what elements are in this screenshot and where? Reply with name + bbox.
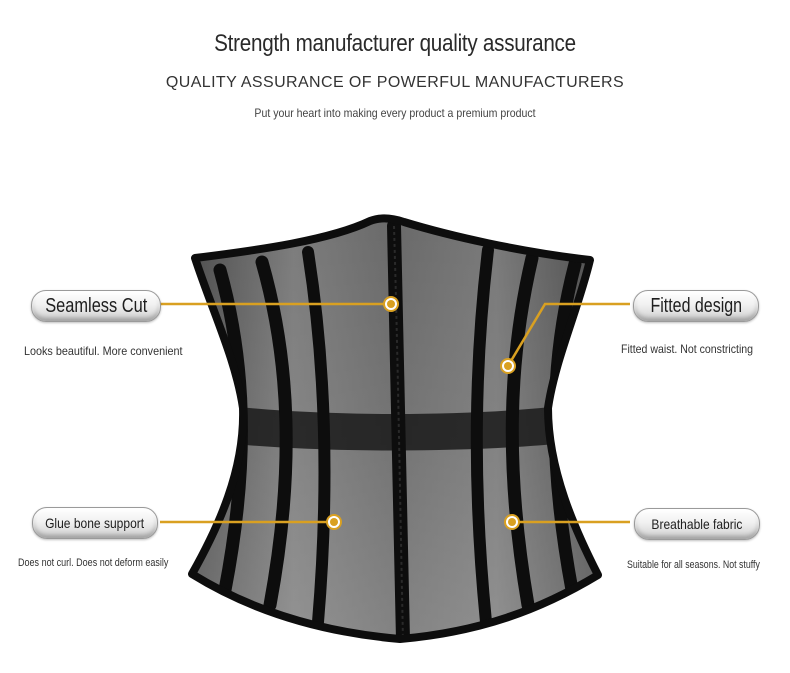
callout-lines — [160, 302, 630, 524]
feature-label-breathable-fabric: Breathable fabric — [634, 508, 760, 540]
feature-label-glue-bone-support: Glue bone support — [32, 507, 158, 539]
feature-label-fitted-design: Fitted design — [633, 290, 759, 322]
feature-label-text: Fitted design — [650, 294, 742, 317]
marker-dot — [508, 518, 516, 526]
page-tagline: Put your heart into making every product… — [254, 106, 536, 120]
feature-label-seamless-cut: Seamless Cut — [31, 290, 161, 322]
feature-label-text: Glue bone support — [45, 515, 145, 531]
feature-description-breathable-fabric: Suitable for all seasons. Not stuffy — [627, 559, 760, 571]
feature-label-text: Breathable fabric — [651, 516, 743, 532]
feature-description-seamless-cut: Looks beautiful. More convenient — [24, 344, 183, 358]
marker-dot — [387, 300, 395, 308]
marker-dot — [504, 362, 512, 370]
page-title: Strength manufacturer quality assurance — [214, 30, 576, 57]
feature-description-fitted-design: Fitted waist. Not constricting — [621, 342, 754, 356]
marker-dot — [330, 518, 338, 526]
feature-label-text: Seamless Cut — [44, 294, 148, 317]
page-subtitle: QUALITY ASSURANCE OF POWERFUL MANUFACTUR… — [165, 74, 625, 91]
callout-markers — [326, 296, 520, 530]
feature-description-glue-bone-support: Does not curl. Does not deform easily — [18, 557, 169, 569]
